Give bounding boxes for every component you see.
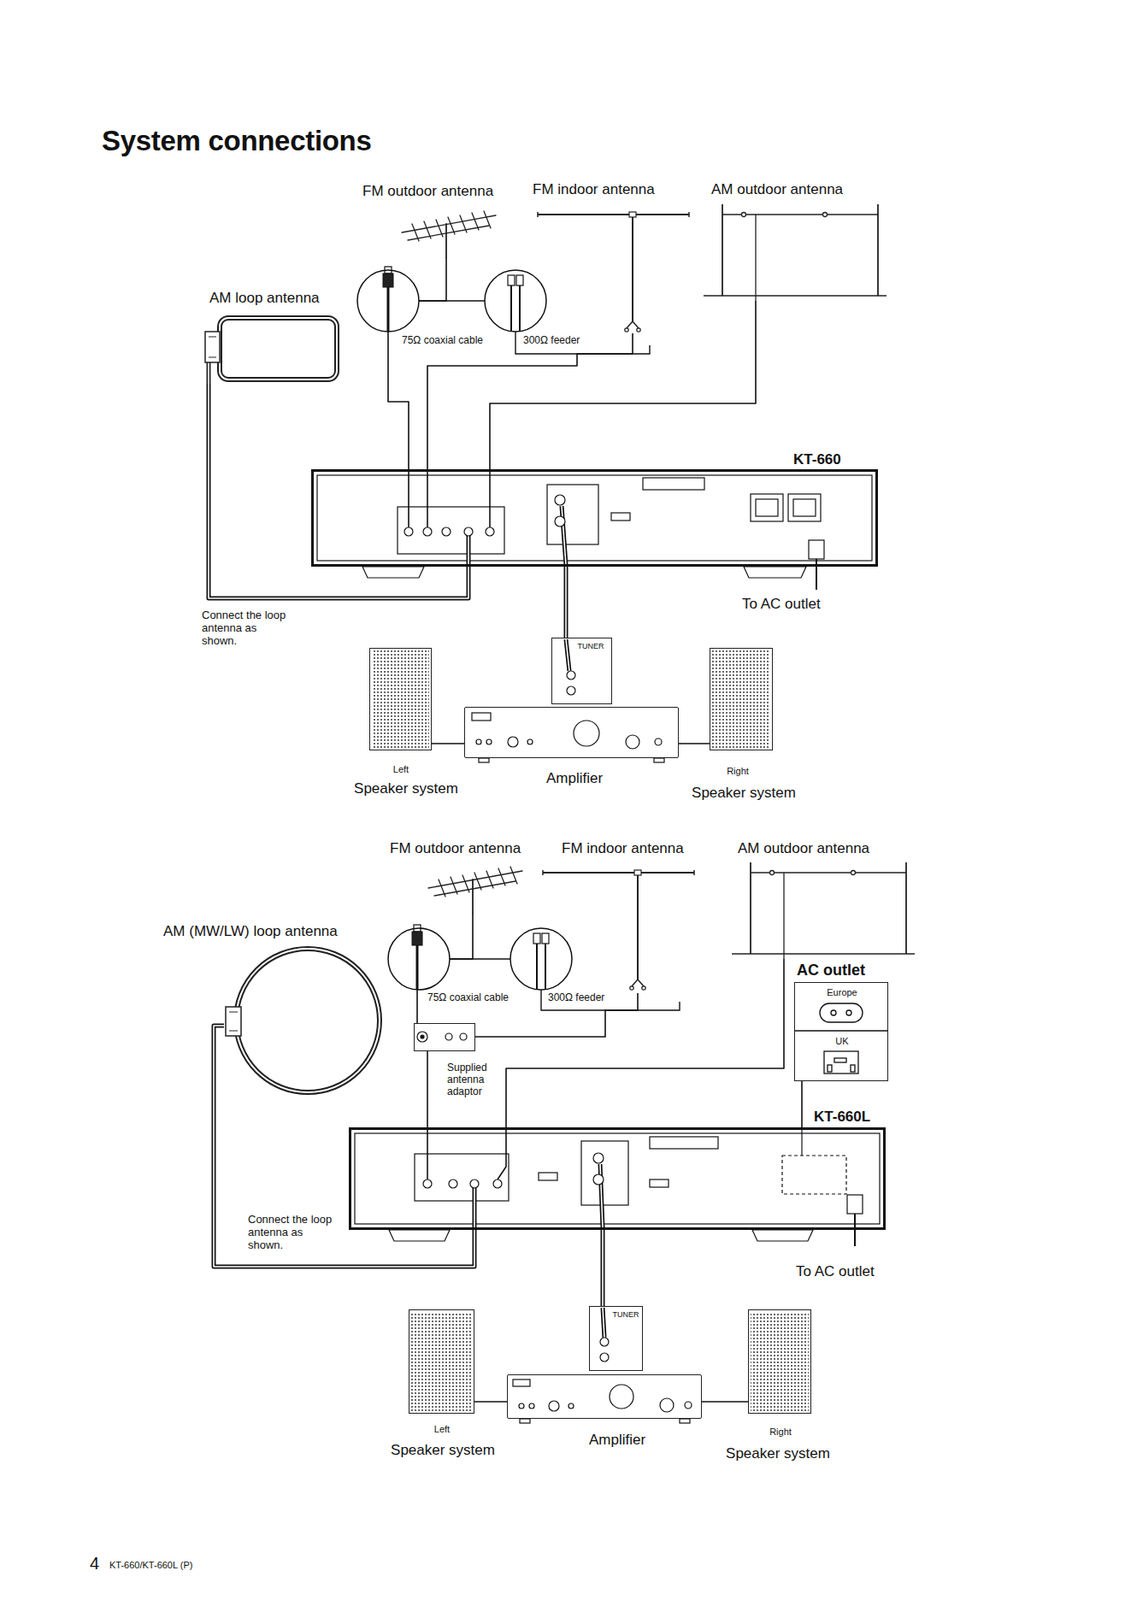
tuner-unit: KT-660 — [311, 469, 878, 567]
speaker: RightSpeaker system — [709, 647, 773, 751]
device-label: FM indoor antenna — [532, 181, 655, 199]
fm-indoor-antenna: FM indoor antenna — [538, 865, 697, 994]
cable-line — [801, 1081, 803, 1128]
instruction-note: To AC outlet — [795, 1263, 875, 1281]
cable — [427, 1051, 429, 1128]
magnifier — [357, 266, 650, 354]
device-label: Right — [769, 1426, 792, 1438]
fm-outdoor-antenna: FM outdoor antenna — [423, 865, 526, 914]
device-label: TUNER — [577, 642, 605, 651]
cable-line — [678, 742, 710, 745]
device-label: Amplifier — [546, 770, 603, 788]
speaker: LeftSpeaker system — [369, 647, 432, 751]
cable — [801, 1081, 803, 1128]
am-outdoor-antenna: AM outdoor antenna — [713, 198, 885, 301]
cable — [474, 1401, 507, 1403]
device-sublabel: Speaker system — [390, 1442, 495, 1460]
device-label: KT-660 — [793, 451, 842, 469]
ac-outlet-callout: AC outletEuropeUK — [794, 982, 889, 1082]
device-label: AM (MW/LW) loop antenna — [163, 923, 338, 941]
tuner-rear-panel — [317, 471, 872, 590]
cable-line — [600, 1230, 606, 1307]
cable — [565, 566, 567, 638]
device-label: FM indoor antenna — [561, 840, 684, 858]
cable-line — [474, 1401, 507, 1403]
cable-note: 75Ω coaxial cable — [401, 335, 484, 348]
tuner-input-panel: TUNER — [589, 1306, 643, 1372]
cable — [678, 743, 710, 745]
device-label: FM outdoor antenna — [389, 840, 521, 858]
fm-indoor-antenna-art — [537, 212, 690, 332]
magnifier — [388, 924, 680, 1011]
device-label: Supplied antenna adaptor — [447, 1062, 499, 1098]
device-label: TUNER — [612, 1310, 640, 1320]
instruction-note: Connect the loop antenna as shown. — [247, 1213, 334, 1253]
cable — [213, 1025, 475, 1267]
device-label: Right — [726, 765, 749, 778]
amplifier-details — [512, 1307, 692, 1424]
instruction-note: Connect the loop antenna as shown. — [201, 609, 288, 648]
amplifier: Amplifier — [464, 706, 679, 759]
device-label: AM outdoor antenna — [737, 840, 870, 858]
cable-line — [431, 742, 465, 745]
am-outdoor-antenna-art — [703, 204, 887, 301]
model-footer: KT-660/KT-660L (P) — [109, 1560, 193, 1572]
amplifier-details — [471, 639, 665, 763]
cable-note: 300Ω feeder — [547, 992, 605, 1005]
antenna-adaptor: Supplied antenna adaptor — [413, 1023, 476, 1052]
cable-core — [213, 1025, 475, 1267]
fm-outdoor-antenna-art — [428, 866, 523, 914]
device-sublabel: Speaker system — [691, 784, 796, 802]
am-loop-antenna: AM loop antenna — [201, 312, 342, 384]
device-label: KT-660L — [813, 1108, 871, 1126]
cable-note: 300Ω feeder — [523, 335, 580, 348]
page-number: 4 — [89, 1554, 100, 1574]
device-sublabel: Speaker system — [725, 1445, 831, 1463]
device-label: FM outdoor antenna — [362, 182, 494, 201]
device-label: Left — [393, 764, 409, 776]
loop-antenna-art — [205, 318, 337, 384]
fm-outdoor-antenna: FM outdoor antenna — [394, 209, 498, 258]
adaptor-details — [417, 1031, 467, 1043]
am-outdoor-antenna: AM outdoor antenna — [735, 858, 911, 960]
device-label: Left — [434, 1424, 450, 1436]
cable — [701, 1401, 749, 1403]
cable-core — [565, 566, 567, 638]
cable-core — [601, 1230, 604, 1307]
device-label: Amplifier — [589, 1431, 646, 1450]
device-label: AM outdoor antenna — [711, 181, 843, 199]
device-label: AC outlet — [796, 961, 866, 980]
speaker-grille — [411, 1312, 809, 1412]
ac-outlet-sockets — [794, 1003, 889, 1074]
fm-indoor-antenna: FM indoor antenna — [534, 205, 693, 334]
speaker: RightSpeaker system — [748, 1309, 812, 1414]
cable-line — [213, 1025, 475, 1267]
cable-line — [426, 1051, 429, 1128]
tuner-input-panel: TUNER — [551, 637, 613, 705]
device-sublabel: Europe — [826, 987, 857, 999]
fm-outdoor-antenna-art — [401, 211, 496, 258]
cable — [602, 1230, 604, 1307]
device-sublabel: UK — [835, 1036, 849, 1048]
device-sublabel: Speaker system — [353, 780, 459, 798]
am-outdoor-antenna-art — [731, 862, 915, 960]
cable-line — [701, 1401, 749, 1403]
tuner-unit: KT-660L — [348, 1127, 886, 1231]
cable — [431, 743, 465, 745]
page-title: System connections — [101, 124, 372, 158]
speaker: LeftSpeaker system — [408, 1309, 475, 1414]
cable-line — [564, 566, 569, 638]
amplifier: Amplifier — [506, 1374, 702, 1420]
loop-antenna-art — [225, 948, 380, 1093]
device-label: AM loop antenna — [209, 289, 320, 307]
cable-note: 75Ω coaxial cable — [427, 992, 509, 1005]
am-loop-antenna: AM (MW/LW) loop antenna — [223, 943, 383, 1098]
instruction-note: To AC outlet — [742, 595, 821, 613]
